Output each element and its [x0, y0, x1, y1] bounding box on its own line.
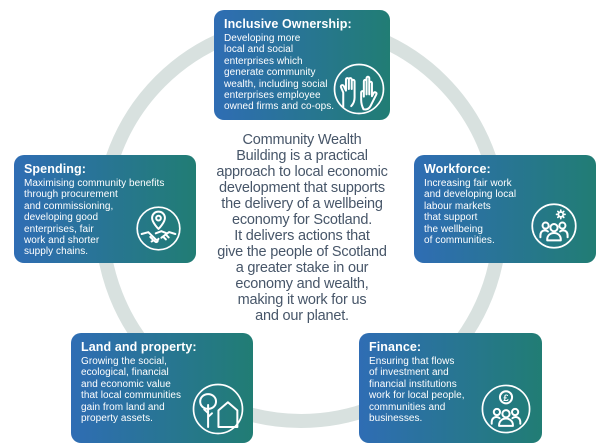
- card-title: Spending:: [24, 162, 87, 176]
- card-body: Developing more local and social enterpr…: [224, 33, 335, 113]
- house-tree-icon: [191, 382, 245, 436]
- card-title: Inclusive Ownership:: [224, 17, 352, 31]
- team-gear-icon: [530, 202, 578, 250]
- handshake-pin-icon: [135, 205, 182, 252]
- card-body: Maximising community benefits through pr…: [24, 178, 165, 258]
- card-inclusive-ownership: Inclusive Ownership: Developing more loc…: [214, 10, 390, 120]
- raised-hands-icon: [332, 62, 386, 116]
- card-finance: Finance: Ensuring that flows of investme…: [359, 333, 542, 443]
- people-pound-icon: £: [480, 383, 532, 435]
- card-body: Growing the social, ecological, financia…: [81, 356, 182, 425]
- card-body: Ensuring that flows of investment and fi…: [369, 356, 465, 425]
- card-workforce: Workforce: Increasing fair work and deve…: [414, 155, 596, 263]
- card-land-and-property: Land and property: Growing the social, e…: [71, 333, 253, 443]
- card-title: Finance:: [369, 340, 422, 354]
- center-description: Community Wealth Building is a practical…: [216, 132, 388, 324]
- card-title: Land and property:: [81, 340, 197, 354]
- card-body: Increasing fair work and developing loca…: [424, 178, 517, 247]
- card-spending: Spending: Maximising community benefits …: [14, 155, 196, 263]
- pound-symbol: £: [503, 393, 509, 404]
- card-title: Workforce:: [424, 162, 491, 176]
